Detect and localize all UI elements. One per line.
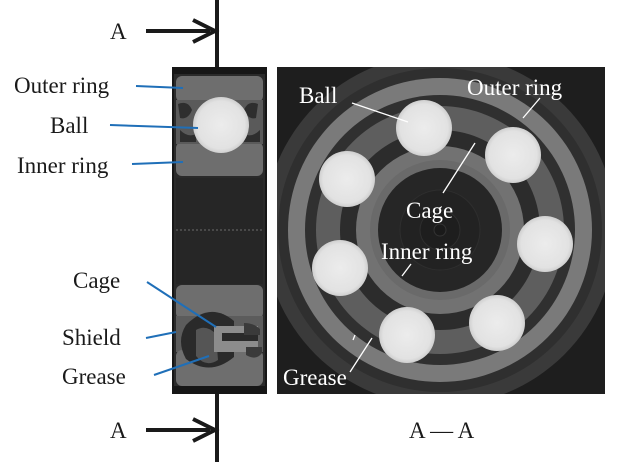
label-cage-cross: Cage (406, 198, 454, 223)
leader-grease-r (352, 334, 356, 341)
leader-inner-ring (131, 161, 184, 165)
leader-lines-right (349, 97, 541, 373)
cross-section-caption: A — A (409, 418, 475, 443)
side-outer-ring-top (176, 76, 263, 102)
label-inner-ring-cross: Inner ring (381, 239, 473, 264)
side-view-panel (172, 67, 267, 394)
section-label-bottom: A (110, 418, 127, 443)
label-inner-ring: Inner ring (17, 153, 109, 178)
ball (312, 240, 368, 296)
leader-inner-ring-r (401, 263, 412, 277)
side-grease (196, 327, 218, 364)
leader-lines-left (109, 85, 217, 376)
leader-ball (109, 124, 199, 129)
leader-outer-ring-r (522, 97, 541, 119)
section-label-top: A (110, 19, 127, 44)
leader-outer-ring (135, 85, 184, 89)
label-grease-cross: Grease (283, 365, 347, 390)
label-outer-ring: Outer ring (14, 73, 110, 98)
label-shield: Shield (62, 325, 121, 350)
label-grease: Grease (62, 364, 126, 389)
cross-section-panel (277, 67, 605, 394)
leader-grease (153, 355, 210, 376)
label-ball: Ball (50, 113, 89, 138)
side-inner-ring-bottom (176, 285, 263, 319)
arrow-top (146, 18, 220, 44)
ball (319, 151, 375, 207)
label-cage: Cage (73, 268, 121, 293)
ball (396, 100, 452, 156)
side-ball (193, 97, 249, 153)
ball (379, 307, 435, 363)
side-inner-ring-top (176, 142, 263, 176)
ball (517, 216, 573, 272)
leader-shield (145, 331, 177, 339)
leader-cage (146, 281, 217, 328)
arrow-bottom (146, 417, 220, 443)
leader-ball-r (351, 102, 409, 123)
label-ball-cross: Ball (299, 83, 338, 108)
label-outer-ring-cross: Outer ring (467, 75, 563, 100)
leader-cage-r (442, 142, 476, 194)
ball (469, 295, 525, 351)
ball (485, 127, 541, 183)
